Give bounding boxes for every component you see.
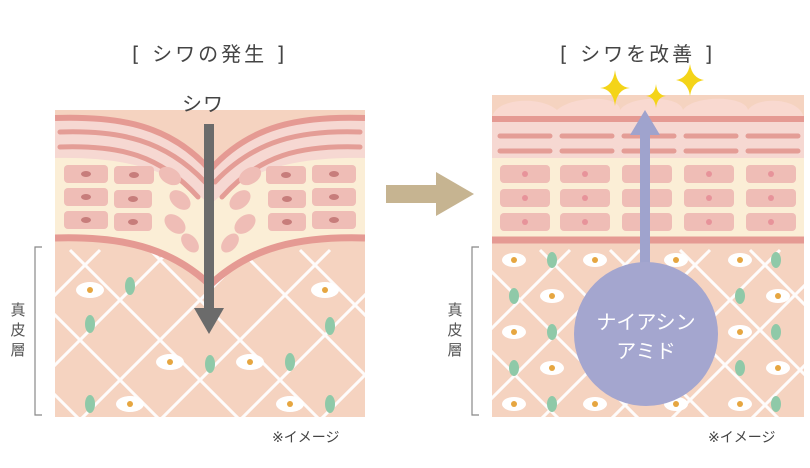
right-fibroblasts: [502, 252, 790, 412]
sparkle-icon: [676, 64, 704, 96]
niacinamide-circle: [574, 262, 718, 406]
right-title: [ シワを改善 ]: [560, 42, 716, 66]
right-image-note: ※イメージ: [708, 430, 776, 446]
left-title: [ シワの発生 ]: [132, 42, 288, 66]
wrinkle-down-arrow: [194, 124, 224, 334]
sparkle-icon: [646, 84, 666, 108]
improve-up-arrow: [630, 110, 660, 268]
transition-arrow: [386, 172, 474, 216]
left-skin-cross-section: [55, 110, 365, 417]
left-dermis-label: 真皮層: [10, 301, 26, 359]
left-dermis-bracket: [34, 246, 42, 416]
right-dermis-label: 真皮層: [447, 301, 463, 359]
right-dermis-bracket: [471, 246, 479, 416]
circle-text-line2: アミド: [616, 339, 676, 363]
sparkle-icons: [600, 64, 704, 108]
wrinkle-label: シワ: [182, 92, 224, 116]
sparkle-icon: [600, 70, 630, 106]
left-image-note: ※イメージ: [272, 430, 340, 446]
circle-text-line1: ナイアシン: [596, 310, 695, 334]
left-fibroblasts: [76, 277, 339, 413]
